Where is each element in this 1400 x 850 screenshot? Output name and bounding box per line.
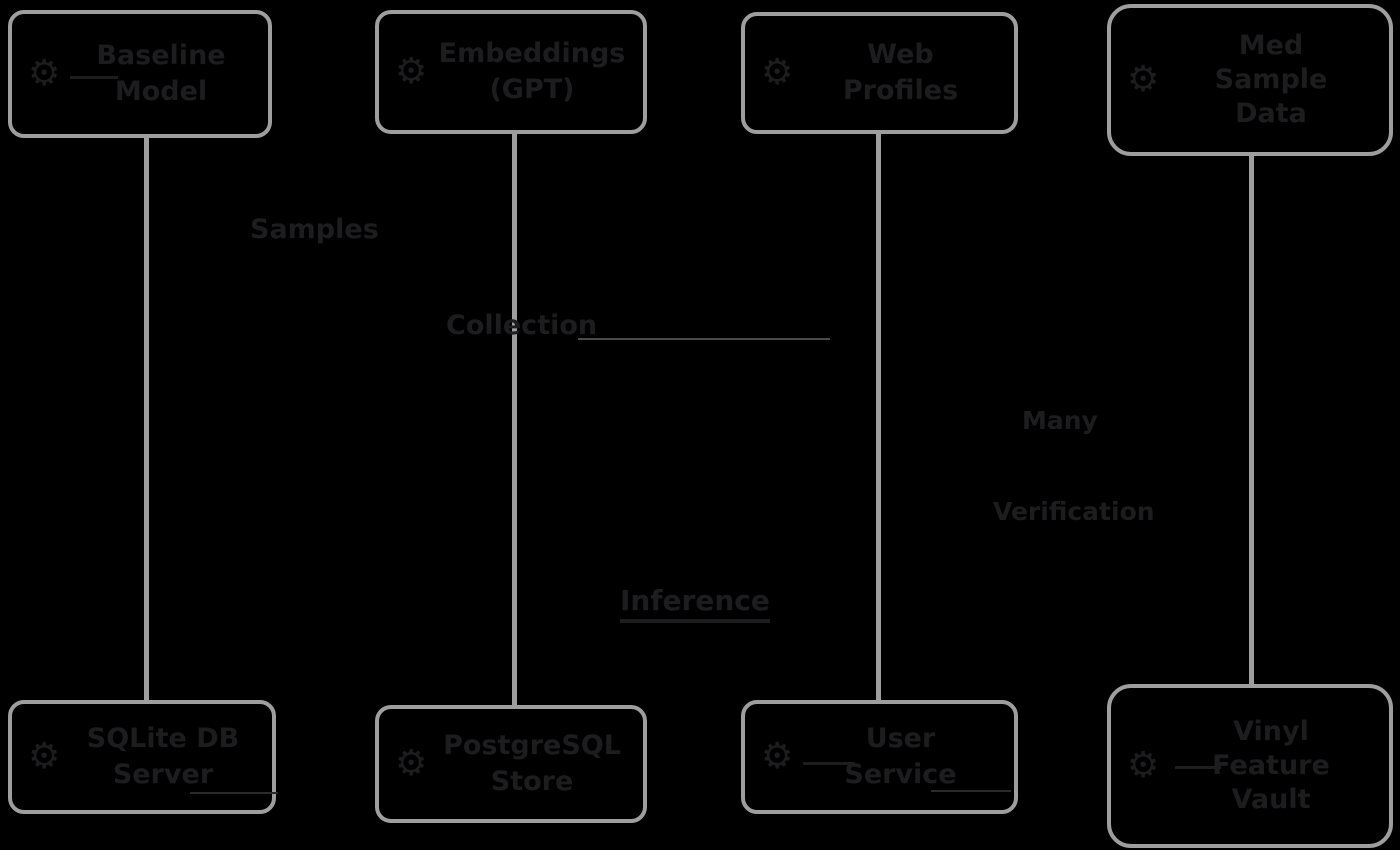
node-sqlite-db-server: ⚙ SQLite DB Server: [8, 700, 278, 814]
gear-icon: ⚙: [28, 53, 61, 94]
edge-label-collection: Collection: [446, 310, 598, 341]
edge-label-inference: Inference: [620, 584, 770, 623]
edge-label-samples: Samples: [250, 214, 379, 245]
node-line: (GPT): [489, 74, 575, 105]
dash-line: [931, 790, 1011, 792]
collection-line: [578, 338, 830, 340]
dash-line: [190, 792, 278, 794]
node-line: Store: [490, 766, 574, 797]
node-web-profiles: ⚙ Web Profiles: [741, 12, 1018, 134]
gear-icon: ⚙: [28, 736, 61, 777]
node-line: Embeddings: [438, 38, 626, 69]
node-line: Server: [112, 759, 214, 790]
node-line: User: [865, 723, 936, 754]
node-postgresql-store: ⚙ PostgreSQL Store: [375, 705, 647, 823]
node-line: Vinyl: [1233, 716, 1309, 747]
node-user-service: ⚙ User Service: [741, 700, 1018, 814]
node-line: Web: [867, 39, 934, 70]
node-line: Med: [1238, 30, 1304, 61]
gear-icon: ⚙: [761, 736, 794, 777]
node-embeddings: ⚙ Embeddings (GPT): [375, 10, 647, 134]
node-label: PostgreSQL Store: [379, 728, 643, 800]
node-baseline-model: ⚙ Baseline Model: [8, 10, 272, 138]
node-line: Service: [844, 759, 957, 790]
node-label: Web Profiles: [745, 37, 1014, 109]
node-label: Med Sample Data: [1111, 29, 1389, 131]
node-med-sample-data: ⚙ Med Sample Data: [1107, 4, 1393, 156]
gear-icon: ⚙: [1127, 745, 1160, 786]
edge-label-many: Many: [1022, 406, 1098, 435]
node-line: SQLite DB: [86, 723, 240, 754]
dash-line: [803, 762, 855, 765]
node-line: Model: [114, 76, 208, 107]
node-line: Feature: [1212, 750, 1330, 781]
node-label: Embeddings (GPT): [379, 36, 643, 108]
gear-icon: ⚙: [395, 51, 428, 92]
dash-line: [1175, 766, 1221, 769]
node-label: User Service: [745, 721, 1014, 793]
gear-icon: ⚙: [395, 743, 428, 784]
node-line: Profiles: [842, 75, 959, 106]
node-label: Baseline Model: [12, 38, 268, 110]
connector-line-2: [512, 132, 517, 705]
node-line: Baseline: [96, 40, 226, 71]
node-label: Vinyl Feature Vault: [1111, 715, 1389, 817]
node-line: Vault: [1231, 784, 1311, 815]
gear-icon: ⚙: [1127, 59, 1160, 100]
edge-label-verification: Verification: [993, 497, 1155, 526]
node-line: PostgreSQL: [443, 730, 621, 761]
node-line: Data: [1235, 98, 1307, 129]
connector-line-1: [144, 138, 149, 700]
node-vinyl-feature-vault: ⚙ Vinyl Feature Vault: [1107, 684, 1393, 848]
node-line: Sample: [1214, 64, 1328, 95]
node-label: SQLite DB Server: [12, 721, 272, 793]
gear-icon: ⚙: [761, 52, 794, 93]
connector-line-3: [876, 132, 881, 700]
dash-line: [70, 76, 118, 79]
connector-line-4: [1249, 154, 1254, 684]
